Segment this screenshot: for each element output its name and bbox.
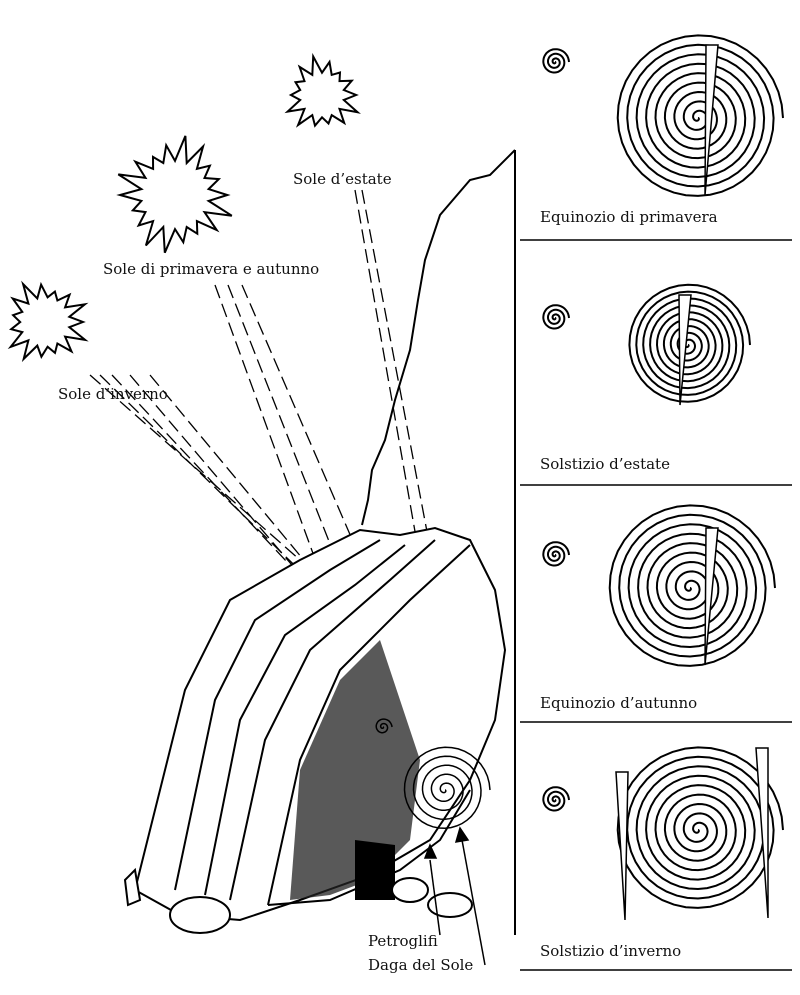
petroglyphs-label: Petroglifi [368, 932, 438, 950]
small-spiral-petroglyph [542, 541, 570, 567]
large-spiral-petroglyph [616, 34, 784, 197]
rock-slabs [133, 526, 507, 922]
small-spiral-petroglyph [542, 304, 570, 330]
light-dagger [704, 44, 719, 196]
ground-rocks [123, 867, 473, 934]
light-dagger [755, 747, 769, 919]
sun-ray [354, 189, 421, 561]
winter-sun-label: Sole d’inverno [58, 385, 168, 403]
rock-shadow [290, 640, 420, 900]
panel-label-spring-equinox: Equinozio di primavera [540, 208, 718, 226]
panel-label-winter-solstice: Solstizio d’inverno [540, 942, 682, 960]
light-dagger [678, 294, 692, 406]
large-spiral-petroglyph [608, 504, 776, 667]
callout-arrows [423, 826, 486, 966]
spring-autumn-sun-label: Sole di primavera e autunno [103, 260, 320, 278]
summer-sun-label: Sole d’estate [293, 170, 392, 188]
large-spiral-petroglyph [628, 283, 751, 403]
spring-autumn-sun-icon [116, 135, 233, 254]
small-spiral-petroglyph [542, 786, 570, 812]
rock-small-spiral [375, 718, 393, 734]
winter-sun-icon [7, 280, 89, 363]
cliff-wall [361, 149, 516, 935]
light-dagger [615, 771, 629, 921]
sun-ray [89, 374, 301, 561]
rock-spiral-petroglyph [403, 746, 491, 830]
panel-label-autumn-equinox: Equinozio d’autunno [540, 694, 698, 712]
summer-sun-icon [284, 52, 361, 128]
panel-label-summer-solstice: Solstizio d’estate [540, 455, 670, 473]
light-dagger [704, 527, 719, 666]
sun-dagger-label: Daga del Sole [368, 956, 474, 974]
small-spiral-petroglyph [542, 48, 570, 74]
sun-ray [99, 374, 331, 601]
sun-ray [214, 284, 331, 601]
